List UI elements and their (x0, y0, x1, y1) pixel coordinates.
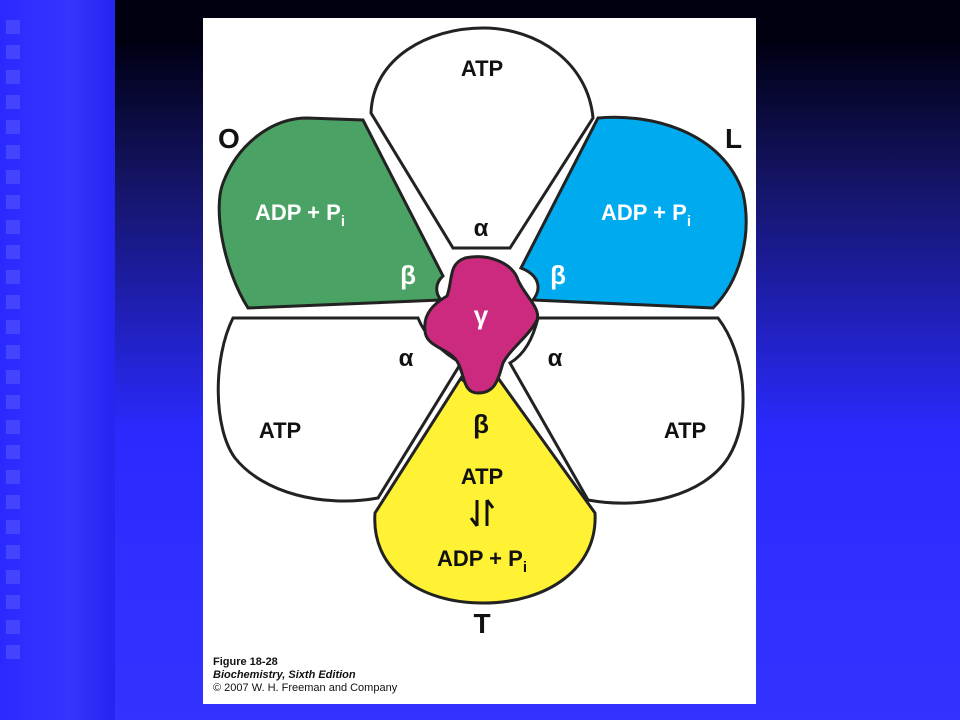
lower-right-alpha-label: α (548, 345, 563, 372)
figure-panel: ATP ADP + Pi β ADP + Pi β ATP α ATP α β … (203, 18, 756, 704)
upper-left-subunit-label: ADP + Pi (255, 200, 345, 230)
upper-right-subunit-label: ADP + Pi (601, 200, 691, 230)
sidebar-decoration (6, 20, 22, 670)
state-label-open: O (218, 123, 240, 154)
gamma-subunit (423, 255, 540, 395)
top-alpha-label: α (474, 215, 489, 242)
upper-left-beta-subunit (217, 116, 445, 310)
bottom-beta-label: β (473, 409, 489, 439)
caption-book-title: Biochemistry, Sixth Edition (213, 669, 356, 681)
bottom-adp-label: ADP + Pi (437, 546, 527, 576)
figure-caption: Figure 18-28 Biochemistry, Sixth Edition… (213, 656, 397, 695)
bottom-atp-label: ATP (461, 464, 503, 489)
lower-right-subunit-label: ATP (664, 418, 706, 443)
caption-figure-number: Figure 18-28 (213, 656, 278, 668)
lower-left-subunit-label: ATP (259, 418, 301, 443)
top-alpha-subunit (369, 26, 595, 250)
top-subunit-label: ATP (461, 56, 503, 81)
caption-copyright: © 2007 W. H. Freeman and Company (213, 682, 398, 694)
state-label-loose: L (725, 123, 742, 154)
equilibrium-arrows-icon (469, 499, 495, 527)
atp-synthase-diagram: ATP ADP + Pi β ADP + Pi β ATP α ATP α β … (216, 26, 748, 639)
upper-right-beta-subunit (518, 115, 748, 310)
lower-left-alpha-label: α (399, 345, 414, 372)
upper-left-beta-label: β (400, 260, 416, 290)
gamma-label: γ (474, 300, 489, 330)
lower-right-alpha-subunit (507, 316, 745, 505)
slide-sidebar-strip (0, 0, 115, 720)
state-label-tight: T (473, 608, 490, 639)
upper-right-beta-label: β (550, 260, 566, 290)
